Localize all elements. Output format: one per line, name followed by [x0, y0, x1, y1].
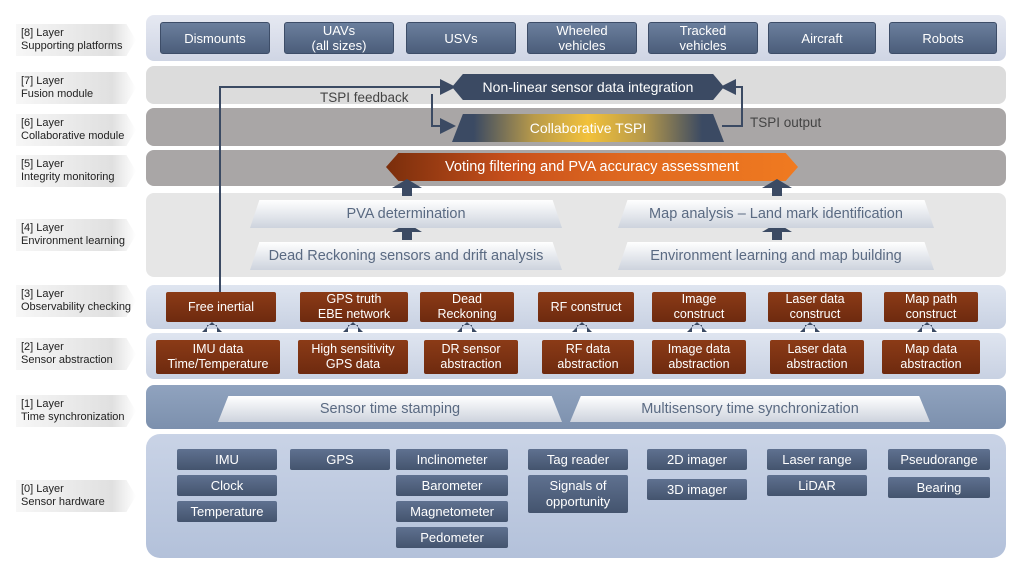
hw-2d-imager: 2D imager: [647, 449, 747, 470]
sensor-time-stamping: Sensor time stamping: [218, 396, 562, 422]
fusion-to-collab-line: [431, 94, 456, 134]
arrow-up-9: [687, 322, 707, 332]
hw-magnetometer: Magnetometer: [396, 501, 508, 522]
tspi-output-label: TSPI output: [750, 115, 822, 130]
hw-imu: IMU: [177, 449, 277, 470]
hw-3d-imager: 3D imager: [647, 479, 747, 500]
platform-aircraft: Aircraft: [768, 22, 876, 54]
arrow-up-10: [800, 322, 820, 332]
tspi-feedback-line: [219, 79, 456, 292]
voting-box: Voting filtering and PVA accuracy assess…: [386, 153, 798, 181]
hw-lidar: LiDAR: [767, 475, 867, 496]
platform-robots: Robots: [889, 22, 997, 54]
hw-laser-range: Laser range: [767, 449, 867, 470]
hw-clock: Clock: [177, 475, 277, 496]
platform-dismounts: Dismounts: [160, 22, 270, 54]
map-analysis: Map analysis – Land mark identification: [618, 200, 934, 228]
arrow-up-11: [917, 322, 937, 332]
obs-rf-construct: RF construct: [538, 292, 634, 322]
environment-map-building: Environment learning and map building: [618, 242, 934, 270]
hw-pseudorange: Pseudorange: [888, 449, 990, 470]
arrow-up-7: [457, 322, 477, 332]
platform-uavs: UAVs(all sizes): [284, 22, 394, 54]
fusion-box: Non-linear sensor data integration: [452, 74, 724, 100]
tspi-output-line: [720, 79, 743, 127]
dead-reckoning-analysis: Dead Reckoning sensors and drift analysi…: [250, 242, 562, 270]
arrow-up-3: [392, 223, 422, 240]
multisensory-time-sync: Multisensory time synchronization: [570, 396, 930, 422]
arrow-up-1: [392, 179, 422, 196]
obs-free-inertial: Free inertial: [166, 292, 276, 322]
pva-determination: PVA determination: [250, 200, 562, 228]
hw-inclinometer: Inclinometer: [396, 449, 508, 470]
arrow-up-5: [202, 322, 222, 332]
hw-pedometer: Pedometer: [396, 527, 508, 548]
tspi-feedback-label: TSPI feedback: [320, 90, 409, 105]
hw-bearing: Bearing: [888, 477, 990, 498]
hw-tag-reader: Tag reader: [528, 449, 628, 470]
platform-usvs: USVs: [406, 22, 516, 54]
arrow-up-2: [762, 179, 792, 196]
collab-box: Collaborative TSPI: [452, 114, 724, 142]
hw-barometer: Barometer: [396, 475, 508, 496]
arrow-up-4: [762, 223, 792, 240]
arrow-up-8: [572, 322, 592, 332]
arrow-up-6: [343, 322, 363, 332]
hw-gps: GPS: [290, 449, 390, 470]
hw-temperature: Temperature: [177, 501, 277, 522]
